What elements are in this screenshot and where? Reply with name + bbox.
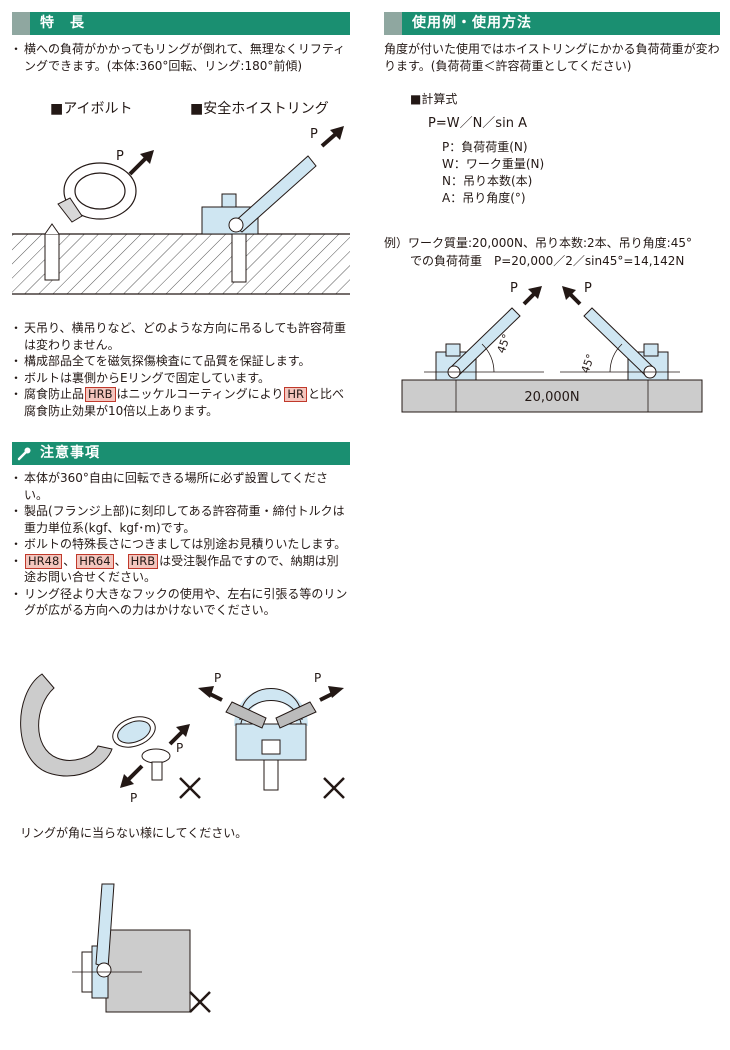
- p-label-spread-1: P: [214, 671, 221, 685]
- example-line-1: 例）ワーク質量:20,000N、吊り本数:2本、吊り角度:45°: [384, 236, 692, 250]
- corrosion-suffix: と比べ腐食防止効果が10倍以上あります。: [24, 387, 345, 418]
- legend-w: W：ワーク重量(N): [442, 157, 545, 171]
- tag-hrb: HRB: [85, 387, 116, 402]
- p-label-hook-2: P: [130, 791, 137, 805]
- features-header: 特 長: [12, 12, 350, 35]
- caution-bullet-1: 本体が360°自由に回転できる場所に必ず設置してください。: [10, 470, 350, 503]
- header-tab: [384, 12, 402, 35]
- usage-diagram: 20,000N 45° P 45° P: [401, 281, 703, 413]
- usage-intro: 角度が付いた使用ではホイストリングにかかる負荷荷重が変わります。(負荷荷重＜許容…: [384, 42, 720, 73]
- feature-bullet-1: 天吊り、横吊りなど、どのような方向に吊るしても許容荷重は変わりません。: [10, 320, 350, 353]
- p-label-left: P: [510, 281, 518, 296]
- hoist-ring-label: ■安全ホイストリング: [190, 101, 329, 117]
- cross-icon-2: [323, 777, 345, 799]
- legend-n: N：吊り本数(本): [442, 174, 533, 188]
- angle-left: 45°: [495, 332, 514, 355]
- caution-bullet-3: ボルトの特殊長さにつきましては別途お見積りいたします。: [10, 536, 350, 553]
- comparison-figure: ■アイボルト ■安全ホイストリング P: [12, 94, 350, 304]
- left-column: 特 長 横への負荷がかかってもリングが倒れて、無理なくリフティングできます。(本…: [10, 12, 350, 1013]
- p-label-hoist: P: [310, 127, 318, 142]
- corrosion-prefix: 腐食防止品: [24, 387, 85, 401]
- formula-legend: P：負荷荷重(N) W：ワーク重量(N) N：吊り本数(本) A：吊り角度(°): [442, 139, 544, 207]
- formula: P=W／N／sin A: [428, 116, 527, 131]
- cautions-title: 注意事項: [40, 445, 100, 461]
- feature-bullet-corrosion: 腐食防止品HRBはニッケルコーティングによりHRと比べ腐食防止効果が10倍以上あ…: [10, 386, 350, 419]
- p-label-spread-2: P: [314, 671, 321, 685]
- caution-bullet-2: 製品(フランジ上部)に刻印してある許容荷重・締付トルクは重力単位系(kgf、kg…: [10, 503, 350, 536]
- usage-header: 使用例・使用方法: [384, 12, 720, 35]
- usage-title: 使用例・使用方法: [412, 15, 532, 31]
- features-intro: 横への負荷がかかってもリングが倒れて、無理なくリフティングできます。(本体:36…: [10, 41, 350, 74]
- features-bullets: 天吊り、横吊りなど、どのような方向に吊るしても許容荷重は変わりません。 構成部品…: [10, 320, 350, 419]
- corner-figure: [72, 883, 211, 1013]
- corrosion-mid: はニッケルコーティングにより: [116, 387, 284, 401]
- eyebolt-label: ■アイボルト: [50, 101, 133, 117]
- example-line-2: での負荷荷重 P=20,000／2／sin45°=14,142N: [410, 254, 685, 268]
- cautions-bullets: 本体が360°自由に回転できる場所に必ず設置してください。 製品(フランジ上部)…: [10, 470, 350, 619]
- formula-title: ■計算式: [410, 92, 458, 106]
- feature-bullet-3: ボルトは裏側からEリングで固定しています。: [10, 370, 350, 387]
- sep-1: 、: [63, 553, 76, 568]
- angle-right: 45°: [579, 352, 598, 375]
- p-label-eyebolt: P: [116, 149, 124, 164]
- header-tab: [12, 12, 30, 35]
- workpiece-label: 20,000N: [524, 390, 579, 405]
- features-intro-list: 横への負荷がかかってもリングが倒れて、無理なくリフティングできます。(本体:36…: [10, 41, 350, 74]
- legend-a: A：吊り角度(°): [442, 191, 526, 205]
- hook-spread-figure: P P P P: [20, 671, 345, 805]
- caution-bullet-last: リング径より大きなフックの使用や、左右に引張る等のリングが広がる方向への力はかけ…: [10, 586, 350, 619]
- corner-note: リングが角に当らない様にしてください。: [20, 826, 248, 840]
- features-title: 特 長: [40, 15, 85, 31]
- custom-text: は受注製作品ですので、納期は別途お問い合せください。: [24, 553, 339, 585]
- tag-hrb-2: HRB: [127, 553, 159, 569]
- legend-p: P：負荷荷重(N): [442, 140, 528, 154]
- hoist-ring-drawing: [201, 155, 317, 283]
- eyebolt-drawing: [44, 162, 137, 281]
- cautions-header: 注意事項: [12, 442, 350, 465]
- cross-icon-3: [189, 991, 211, 1013]
- p-label-hook-1: P: [176, 741, 183, 755]
- sep-2: 、: [114, 553, 127, 568]
- cross-icon-1: [179, 777, 201, 799]
- tag-hr: HR: [284, 387, 307, 402]
- comparison-drawing: P P: [12, 126, 350, 295]
- wrench-icon: [17, 447, 31, 461]
- p-label-right: P: [584, 281, 592, 296]
- feature-bullet-2: 構成部品全てを磁気探傷検査にて品質を保証します。: [10, 353, 350, 370]
- tag-hr64: HR64: [76, 553, 114, 569]
- right-column: 使用例・使用方法 角度が付いた使用ではホイストリングにかかる負荷荷重が変わります…: [384, 12, 720, 413]
- tag-hr48: HR48: [25, 553, 63, 569]
